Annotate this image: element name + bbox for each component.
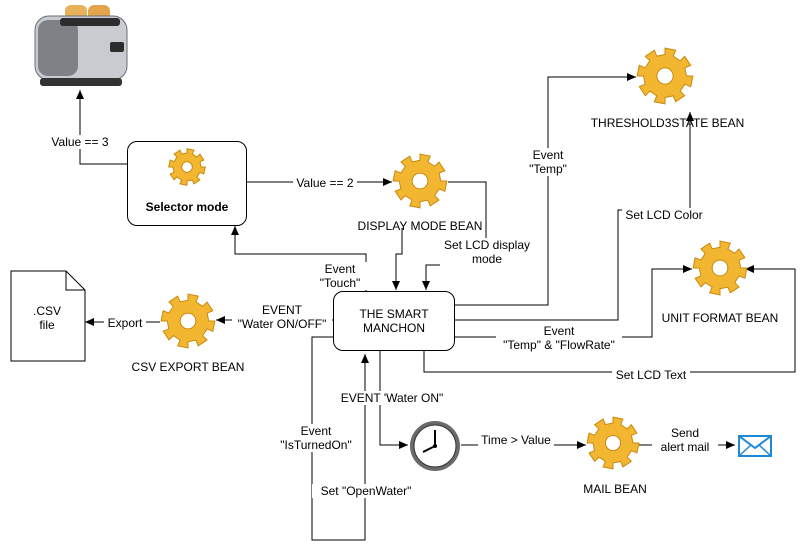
gear-icon [392, 153, 448, 212]
gear-hole [179, 312, 197, 330]
edge-label-set-openwater: Set "OpenWater" [312, 484, 420, 498]
csv-file-label: .CSV file [32, 304, 61, 332]
unit-format-label: UNIT FORMAT BEAN [661, 311, 779, 325]
edge-label-set-lcd-display: Set LCD display mode [440, 238, 534, 266]
gear-hole [411, 172, 429, 190]
gear-icon [160, 293, 216, 352]
mail-bean-label: MAIL BEAN [583, 482, 647, 496]
gear-icon [586, 416, 640, 473]
selector-mode-label: Selector mode [145, 200, 229, 214]
edge-lcd-text [423, 265, 796, 373]
edge-label-isturnedon: Event "IsTurnedOn" [268, 424, 364, 452]
edge-manchon-to-clock [379, 351, 408, 449]
edge-lcd-color [455, 112, 694, 321]
edge-manchon-to-threshold [455, 73, 636, 306]
gear-icon [168, 148, 206, 189]
edge-label-event-touch: Event "Touch" [312, 262, 368, 290]
edge-label-event-temp: Event "Temp" [520, 148, 576, 176]
edge-label-time-value: Time > Value [478, 433, 554, 447]
envelope-icon [738, 435, 772, 460]
smart-manchon-label: THE SMART MANCHON [359, 307, 429, 335]
smart-manchon-node [333, 291, 455, 351]
edge-label-value3: Value == 3 [48, 135, 112, 149]
gear-hole [711, 259, 729, 277]
display-mode-label: DISPLAY MODE BEAN [357, 219, 483, 233]
csv-export-label: CSV EXPORT BEAN [131, 360, 245, 374]
edge-isturnedon-loop [311, 336, 369, 541]
edge-label-send-alert: Send alert mail [652, 426, 718, 454]
edge-label-export: Export [104, 316, 146, 330]
edge-selector-to-toaster [76, 90, 127, 165]
gear-icon [692, 240, 748, 299]
gear-icon [636, 47, 694, 108]
edge-label-value2: Value == 2 [293, 176, 357, 190]
clock-icon [408, 419, 462, 476]
threshold-label: THRESHOLD3STATE BEAN [590, 116, 745, 130]
gear-hole [181, 161, 193, 173]
gear-hole [604, 434, 622, 452]
file-icon [10, 270, 86, 365]
edge-label-water-onoff: EVENT "Water ON/OFF" [232, 303, 332, 331]
edge-label-set-lcd-color: Set LCD Color [622, 208, 706, 222]
gear-hole [656, 67, 674, 85]
edge-label-temp-flowrate: Event "Temp" & "FlowRate" [496, 324, 622, 352]
edge-label-set-lcd-text: Set LCD Text [612, 368, 690, 382]
toaster-icon [30, 2, 132, 88]
edge-label-water-on: EVENT 'Water ON" [336, 391, 448, 405]
edge-display-down [392, 228, 403, 290]
